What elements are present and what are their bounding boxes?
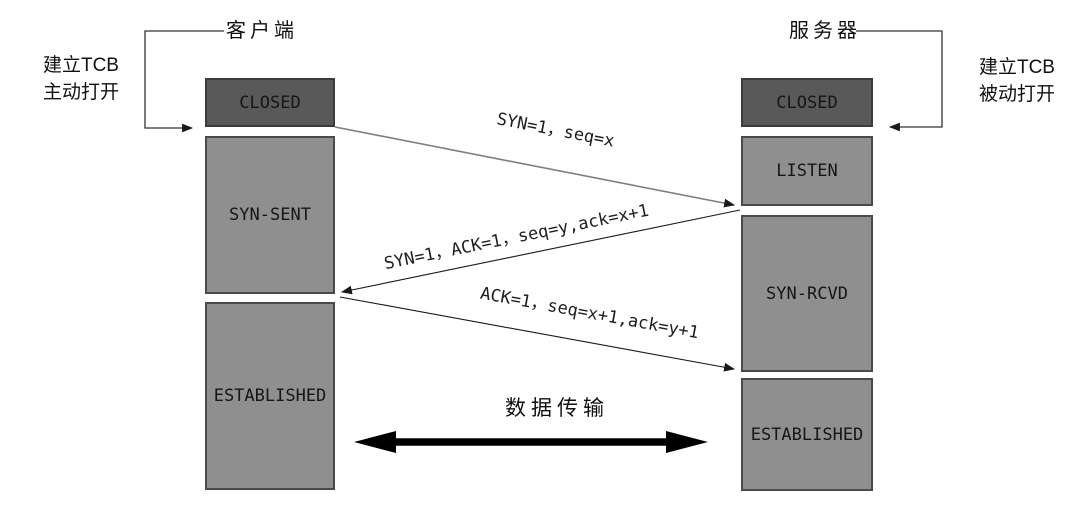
data-transfer-arrow [354,431,708,453]
server-note: 建立TCB 被动打开 [962,54,1072,108]
client-state-closed: CLOSED [205,78,335,127]
client-title: 客户端 [226,20,298,42]
syn-arrow [334,126,736,208]
data-transfer-label: 数据传输 [505,397,609,420]
client-note-line2: 主动打开 [42,82,119,103]
client-state-syn-sent: SYN-SENT [205,136,335,294]
server-state-closed: CLOSED [741,78,873,127]
client-note: 建立TCB 主动打开 [26,52,136,106]
server-open-bracket-arrow [856,30,943,132]
server-state-syn-rcvd: SYN-RCVD [741,215,873,372]
server-state-listen: LISTEN [741,136,873,206]
client-state-established: ESTABLISHED [205,302,335,490]
syn-ack-arrow [340,209,741,295]
ack-arrow [339,296,736,372]
server-note-line1: 建立TCB [978,57,1055,78]
server-state-established: ESTABLISHED [741,378,873,491]
server-note-line2: 被动打开 [978,84,1055,105]
client-note-line1: 建立TCB [42,55,119,76]
client-open-bracket-arrow [144,30,224,133]
server-title: 服务器 [789,20,861,42]
